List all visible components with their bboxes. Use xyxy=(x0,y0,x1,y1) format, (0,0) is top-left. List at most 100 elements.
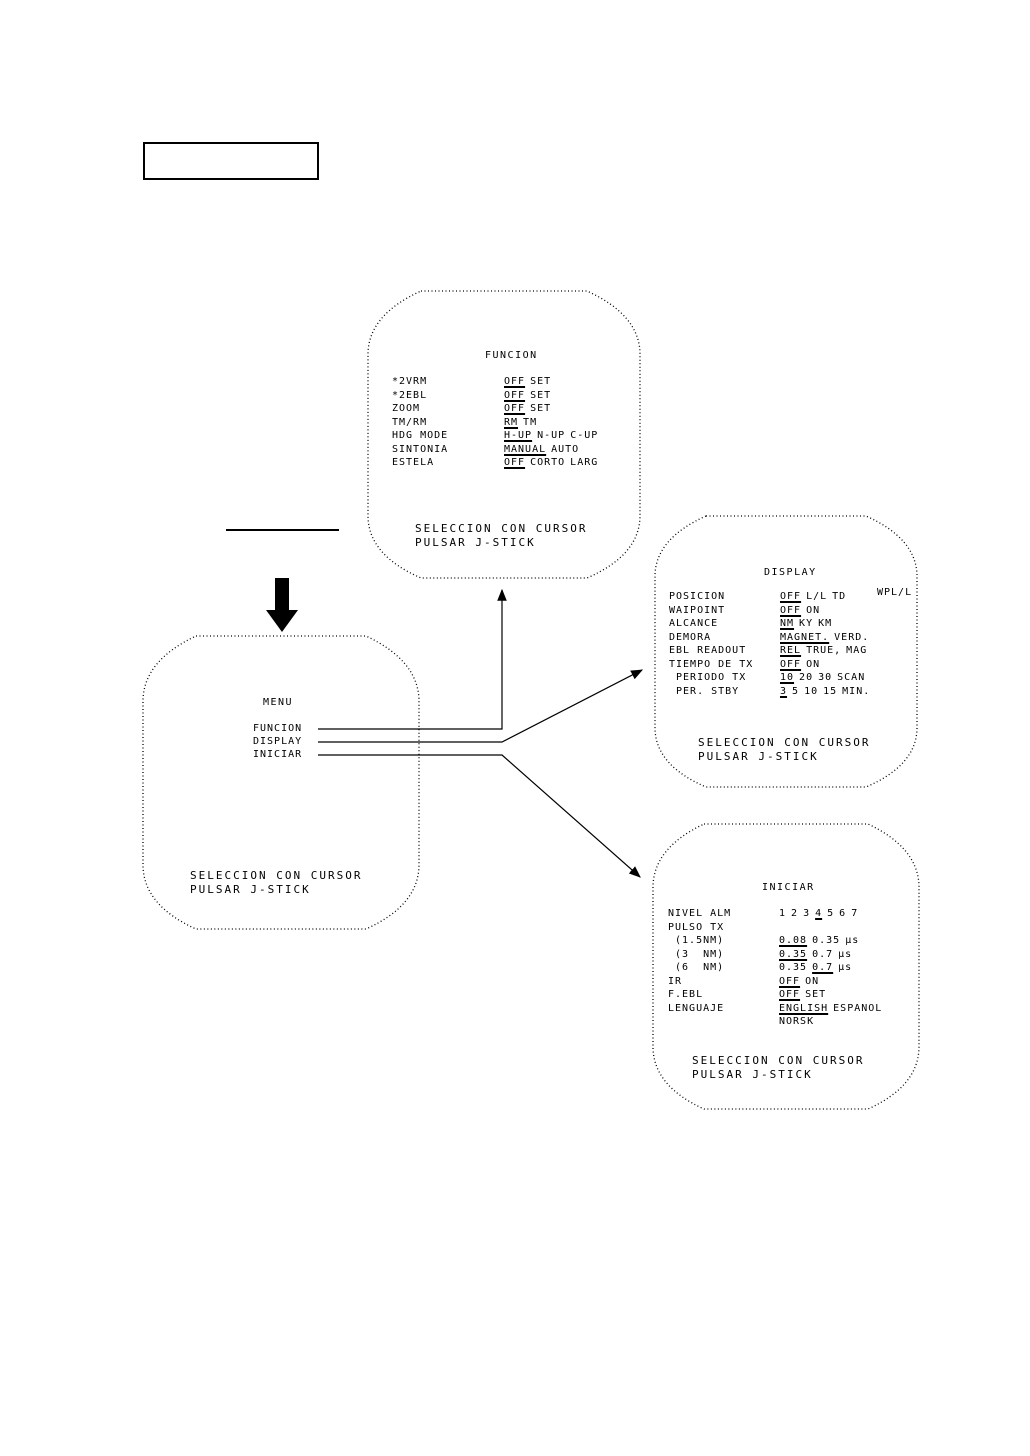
selected-option[interactable]: 4 xyxy=(815,908,823,919)
selected-option[interactable]: 0.08 xyxy=(779,935,808,946)
selected-option[interactable]: OFF xyxy=(780,658,802,670)
option[interactable]: SCAN xyxy=(837,672,866,683)
option[interactable]: 0.35 xyxy=(812,935,841,946)
selected-option[interactable]: MANUAL xyxy=(504,443,547,455)
option[interactable]: 20 xyxy=(799,672,814,683)
option[interactable]: ON xyxy=(806,604,821,616)
selected-option[interactable]: OFF xyxy=(779,989,801,1000)
selected-option[interactable]: NM xyxy=(780,618,795,629)
option[interactable]: KY xyxy=(799,618,814,629)
option-values[interactable]: OFF SET xyxy=(504,403,556,415)
option[interactable]: 3 xyxy=(803,908,811,919)
option-values[interactable]: 0.35 0.7 µs xyxy=(779,962,857,974)
footer-line: SELECCION CON CURSOR xyxy=(415,522,588,535)
underline-bar xyxy=(226,529,339,531)
footer-line: PULSAR J-STICK xyxy=(190,883,311,896)
option-values[interactable]: MAGNET. VERD. xyxy=(780,632,874,644)
option-values[interactable]: RM TM xyxy=(504,417,542,429)
option[interactable]: KM xyxy=(818,618,833,629)
option-values[interactable]: ENGLISH ESPANOL xyxy=(779,1003,887,1015)
option-label: (6 NM) xyxy=(668,962,725,973)
option[interactable]: MAG xyxy=(846,645,868,656)
option[interactable]: 0.35 xyxy=(779,962,808,973)
selected-option[interactable]: REL xyxy=(780,645,802,656)
selected-option[interactable]: OFF xyxy=(780,604,802,616)
option[interactable]: N-UP xyxy=(537,430,566,441)
selected-option[interactable]: OFF xyxy=(504,457,526,468)
option[interactable]: 10 xyxy=(804,685,819,697)
option[interactable]: 1 xyxy=(779,908,787,919)
option-values[interactable]: OFF ON xyxy=(780,659,825,671)
option[interactable]: MIN. xyxy=(842,685,871,697)
selected-option[interactable]: MAGNET. xyxy=(780,631,830,643)
option[interactable]: LARG xyxy=(570,457,599,468)
option[interactable]: ESPANOL xyxy=(833,1002,883,1014)
selected-option[interactable]: 0.35 xyxy=(779,948,808,960)
menu-title: MENU xyxy=(263,697,294,708)
option[interactable]: µs xyxy=(845,935,860,946)
option[interactable]: µs xyxy=(838,948,853,960)
option-values[interactable]: NORSK xyxy=(779,1016,819,1028)
selected-option[interactable]: ENGLISH xyxy=(779,1002,829,1014)
option[interactable]: 5 xyxy=(827,908,835,919)
option[interactable]: µs xyxy=(838,962,853,973)
option[interactable]: SET xyxy=(530,376,552,387)
option[interactable]: ON xyxy=(805,975,820,987)
selected-option[interactable]: H-UP xyxy=(504,430,533,441)
option[interactable]: CORTO xyxy=(530,457,566,468)
option[interactable]: SET xyxy=(530,403,552,414)
menu-item-iniciar[interactable]: INICIAR xyxy=(253,749,303,760)
option[interactable]: 0.7 xyxy=(812,948,834,960)
option-values[interactable]: 0.08 0.35 µs xyxy=(779,935,864,947)
selected-option[interactable]: 10 xyxy=(780,672,795,683)
option-label: LENGUAJE xyxy=(668,1002,725,1014)
option[interactable]: TD xyxy=(832,591,847,602)
option-values[interactable]: 10 20 30 SCAN xyxy=(780,672,870,684)
option-values[interactable]: OFF ON xyxy=(779,976,824,988)
option-values[interactable]: 0.35 0.7 µs xyxy=(779,949,857,961)
option[interactable]: 2 xyxy=(791,908,799,919)
option-values[interactable]: OFF CORTO LARG xyxy=(504,457,603,469)
selected-option[interactable]: OFF xyxy=(504,403,526,414)
option-label: F.EBL xyxy=(668,989,704,1000)
footer-line: SELECCION CON CURSOR xyxy=(190,869,363,882)
option[interactable]: AUTO xyxy=(551,443,580,455)
option-values[interactable]: OFF SET xyxy=(779,989,831,1001)
option[interactable]: ON xyxy=(806,658,821,670)
option[interactable]: TM xyxy=(523,416,538,428)
option[interactable]: C-UP xyxy=(570,430,599,441)
option[interactable]: L/L xyxy=(806,591,828,602)
selected-option[interactable]: OFF xyxy=(504,376,526,387)
option[interactable]: SET xyxy=(805,989,827,1000)
menu-item-display[interactable]: DISPLAY xyxy=(253,736,303,747)
option[interactable]: 30 xyxy=(818,672,833,683)
selected-option[interactable]: OFF xyxy=(504,389,526,401)
option[interactable]: TRUE, xyxy=(806,645,842,656)
option[interactable]: SET xyxy=(530,389,552,401)
option-values[interactable]: REL TRUE, MAG xyxy=(780,645,872,657)
selected-option[interactable]: 0.7 xyxy=(812,962,834,973)
menu-item-funcion[interactable]: FUNCION xyxy=(253,723,303,734)
footer-line: PULSAR J-STICK xyxy=(692,1068,813,1081)
option[interactable]: NORSK xyxy=(779,1016,815,1027)
option-values[interactable]: OFF SET xyxy=(504,376,556,388)
option[interactable]: 15 xyxy=(823,685,838,697)
option-values[interactable]: NM KY KM xyxy=(780,618,837,630)
option-values[interactable]: OFF ON xyxy=(780,605,825,617)
option[interactable]: 5 xyxy=(792,685,800,697)
option[interactable]: 6 xyxy=(839,908,847,919)
option-values[interactable]: OFF SET xyxy=(504,390,556,402)
selected-option[interactable]: OFF xyxy=(779,975,801,987)
selected-option[interactable]: 3 xyxy=(780,685,788,697)
option[interactable]: VERD. xyxy=(834,631,870,643)
selected-option[interactable]: OFF xyxy=(780,591,802,602)
option-values[interactable]: H-UP N-UP C-UP xyxy=(504,430,603,442)
footer-line: SELECCION CON CURSOR xyxy=(692,1054,865,1067)
footer-line: PULSAR J-STICK xyxy=(698,750,819,763)
selected-option[interactable]: RM xyxy=(504,416,519,428)
option-values[interactable]: OFF L/L TD xyxy=(780,591,851,603)
option-values[interactable]: MANUAL AUTO xyxy=(504,444,584,456)
option[interactable]: 7 xyxy=(851,908,859,919)
